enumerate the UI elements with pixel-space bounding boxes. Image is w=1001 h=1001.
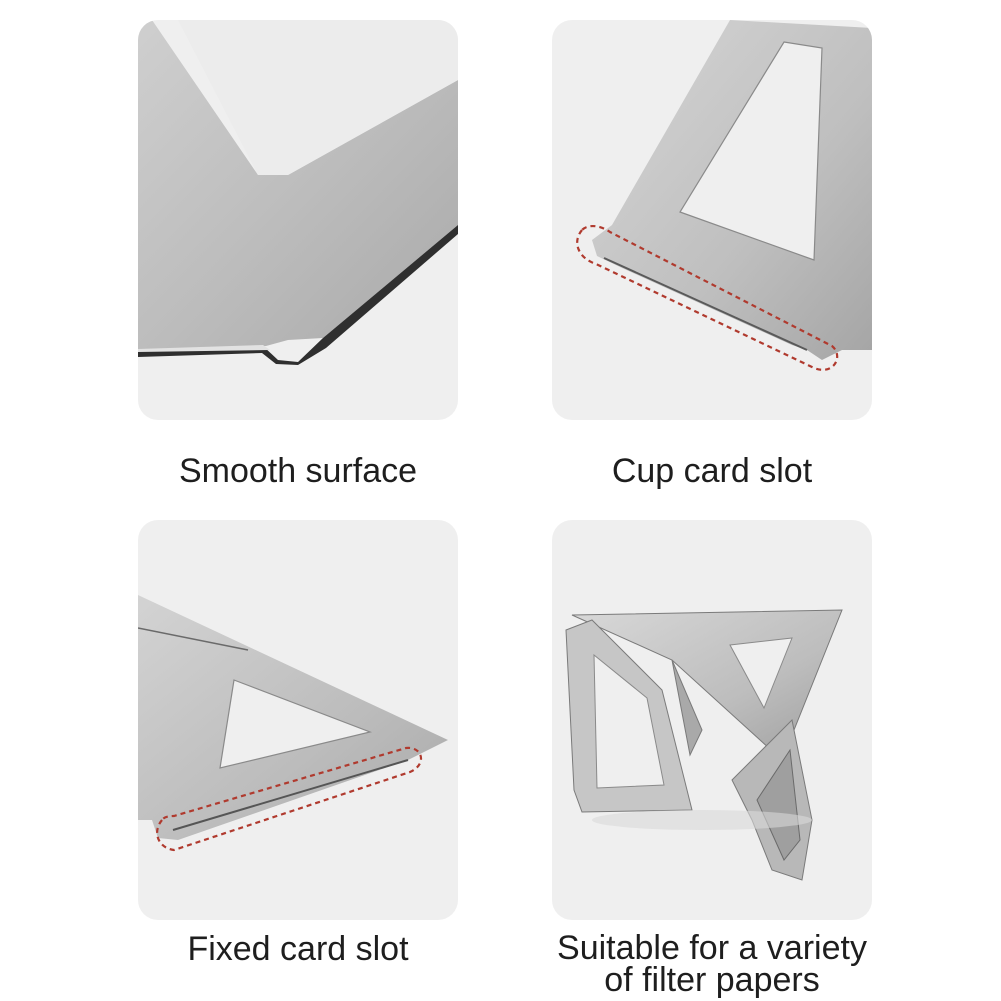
- caption-line-2: of filter papers: [604, 961, 820, 999]
- smooth-surface-photo: [138, 20, 458, 420]
- fixed-card-slot-photo: [138, 520, 458, 920]
- slot-highlight-outline: [156, 746, 422, 852]
- assembled-filter-stand-image: [565, 609, 843, 881]
- caption-filter-papers: Suitable for a variety of filter papers: [540, 929, 884, 999]
- caption-smooth-surface: Smooth surface: [178, 452, 418, 490]
- cup-card-slot-photo: [552, 20, 872, 420]
- slot-highlight-outline: [576, 225, 839, 371]
- fixed-slot-image: [138, 595, 448, 852]
- assembled-stand-photo: [552, 520, 872, 920]
- cup-slot-image: [576, 20, 872, 371]
- caption-line-1: Suitable for a variety: [557, 929, 867, 967]
- steel-edge-closeup-image: [138, 20, 458, 365]
- caption-cup-card-slot: Cup card slot: [611, 452, 813, 490]
- caption-fixed-card-slot: Fixed card slot: [187, 930, 409, 968]
